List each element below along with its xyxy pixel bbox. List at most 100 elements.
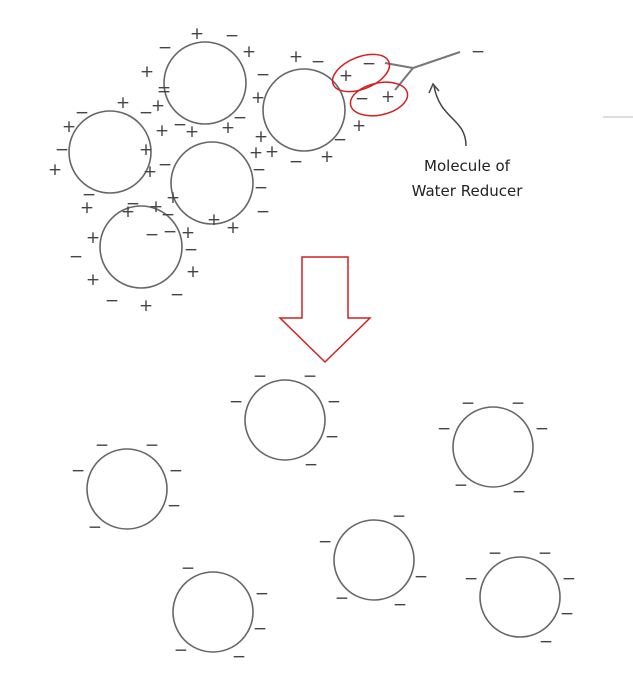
- plus-sign: +: [221, 118, 235, 138]
- plus-sign: +: [116, 93, 130, 113]
- minus-sign: −: [145, 225, 159, 245]
- minus-sign: −: [158, 38, 172, 58]
- label-line-2: Water Reducer: [411, 182, 523, 200]
- flocculated-particle: [262, 68, 346, 152]
- minus-sign: −: [95, 436, 109, 456]
- adsorption-highlight-2: [349, 81, 409, 117]
- minus-sign: −: [303, 367, 317, 387]
- minus-sign: −: [105, 291, 119, 311]
- minus-sign: −: [69, 247, 83, 267]
- minus-sign: −: [181, 559, 195, 579]
- minus-sign: −: [318, 532, 332, 552]
- plus-sign: +: [320, 147, 334, 167]
- dispersed-particle: [333, 519, 415, 601]
- minus-sign: −: [256, 202, 270, 222]
- flocculated-particle: [170, 141, 254, 225]
- minus-sign: −: [488, 544, 502, 564]
- plus-sign: +: [265, 142, 279, 162]
- plus-sign: +: [48, 160, 62, 180]
- minus-sign: −: [562, 569, 576, 589]
- minus-sign: −: [233, 108, 247, 128]
- charge-signs: +−−++−−+++−+−−+−++−+−+−+−−++−+−+++++−++−…: [48, 24, 576, 667]
- plus-sign: +: [121, 202, 135, 222]
- dispersed-particle: [86, 448, 168, 530]
- plus-sign: +: [185, 122, 199, 142]
- flocculated-particle: [99, 205, 183, 289]
- plus-sign: +: [80, 198, 94, 218]
- minus-sign: −: [392, 507, 406, 527]
- minus-sign: −: [255, 584, 269, 604]
- minus-sign: −: [229, 392, 243, 412]
- adsorption-highlight-1: [331, 53, 391, 93]
- minus-sign: −: [253, 367, 267, 387]
- minus-sign: −: [145, 436, 159, 456]
- minus-sign: −: [184, 240, 198, 260]
- plus-sign: +: [254, 127, 268, 147]
- minus-sign: −: [511, 394, 525, 414]
- minus-sign: −: [225, 26, 239, 46]
- plus-sign: +: [181, 223, 195, 243]
- minus-sign: −: [167, 496, 181, 516]
- minus-sign: −: [304, 455, 318, 475]
- plus-sign: +: [139, 140, 153, 160]
- plus-sign: +: [140, 62, 154, 82]
- pointer-arrow: [433, 85, 467, 147]
- minus-sign: −: [174, 640, 188, 660]
- minus-sign: −: [75, 103, 89, 123]
- particles: [68, 41, 561, 653]
- plus-sign: +: [151, 96, 165, 116]
- pointer-arrowhead: [428, 82, 440, 94]
- minus-sign: −: [535, 419, 549, 439]
- minus-sign: −: [393, 595, 407, 615]
- minus-sign: −: [88, 517, 102, 537]
- flocculated-particle: [68, 110, 152, 194]
- dispersed-particle: [172, 571, 254, 653]
- label-line-1: Molecule of: [424, 157, 510, 175]
- plus-sign: +: [352, 116, 366, 136]
- flocculated-particle: [163, 41, 247, 125]
- plus-sign: +: [251, 88, 265, 108]
- plus-sign: +: [289, 47, 303, 67]
- minus-sign: −: [560, 604, 574, 624]
- minus-sign: −: [414, 567, 428, 587]
- minus-sign: −: [139, 103, 153, 123]
- dispersed-particle: [479, 556, 561, 638]
- minus-sign: −: [437, 419, 451, 439]
- minus-sign: −: [158, 155, 172, 175]
- minus-sign: −: [512, 482, 526, 502]
- minus-sign: −: [163, 222, 177, 242]
- minus-sign: −: [157, 78, 171, 98]
- minus-sign: −: [539, 632, 553, 652]
- minus-sign: −: [173, 115, 187, 135]
- dispersed-particle: [452, 406, 534, 488]
- minus-sign: −: [157, 82, 171, 102]
- plus-sign: +: [143, 162, 157, 182]
- minus-sign: −: [161, 205, 175, 225]
- plus-sign: +: [86, 270, 100, 290]
- minus-sign: −: [254, 178, 268, 198]
- minus-sign: −: [325, 427, 339, 447]
- plus-sign: +: [381, 87, 395, 107]
- plus-sign: +: [242, 42, 256, 62]
- minus-sign: −: [333, 130, 347, 150]
- plus-sign: +: [139, 296, 153, 316]
- plus-sign: +: [207, 210, 221, 230]
- dispersed-particle: [244, 379, 326, 461]
- minus-sign: −: [169, 461, 183, 481]
- plus-sign: +: [249, 143, 263, 163]
- minus-sign: −: [256, 65, 270, 85]
- minus-sign: −: [327, 392, 341, 412]
- minus-sign: −: [252, 160, 266, 180]
- plus-sign: +: [62, 117, 76, 137]
- minus-sign: −: [253, 619, 267, 639]
- minus-sign: −: [71, 461, 85, 481]
- minus-sign: −: [355, 89, 369, 109]
- plus-sign: +: [190, 24, 204, 44]
- minus-sign: −: [538, 544, 552, 564]
- plus-sign: +: [86, 228, 100, 248]
- minus-sign: −: [471, 42, 485, 62]
- plus-sign: +: [155, 121, 169, 141]
- minus-sign: −: [461, 394, 475, 414]
- minus-sign: −: [454, 475, 468, 495]
